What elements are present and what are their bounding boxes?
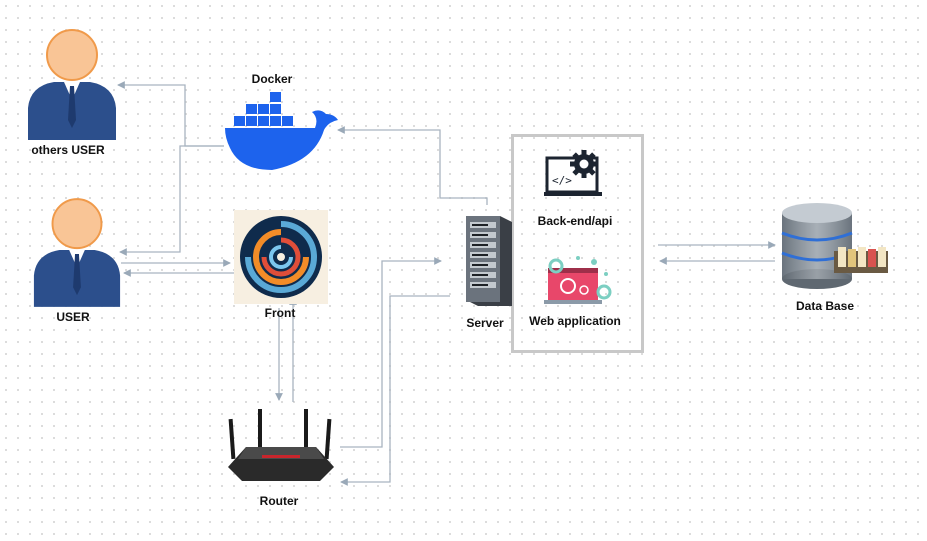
connector-docker-to-others-user: [117, 81, 224, 147]
router-label: Router: [259, 494, 299, 508]
web-app-icon: [544, 256, 612, 304]
database-label: Data Base: [795, 299, 855, 313]
user-label: USER: [56, 310, 90, 324]
router-icon: [228, 409, 334, 481]
front-label: Front: [264, 306, 296, 320]
svg-text:</>: </>: [552, 174, 572, 187]
swirl-logo-icon: [234, 210, 328, 304]
connector-docker-to-user: [119, 145, 224, 256]
person-icon: [33, 198, 121, 307]
server-label: Server: [466, 316, 504, 330]
backend-label: Back-end/api: [537, 214, 613, 228]
person-icon: [28, 29, 116, 140]
connector-router-to-server: [340, 257, 442, 448]
server-rack-icon: [466, 216, 512, 306]
code-gear-monitor-icon: </>: [544, 150, 602, 196]
database-icon: [781, 203, 888, 289]
server-app-group-box: [511, 134, 644, 353]
others-user-label: others USER: [31, 143, 105, 157]
docker-whale-icon: [225, 92, 338, 170]
webapp-label: Web application: [529, 314, 621, 328]
docker-label: Docker: [251, 72, 293, 86]
connector-server-to-docker: [337, 126, 488, 205]
connector-server-to-router: [340, 295, 450, 486]
